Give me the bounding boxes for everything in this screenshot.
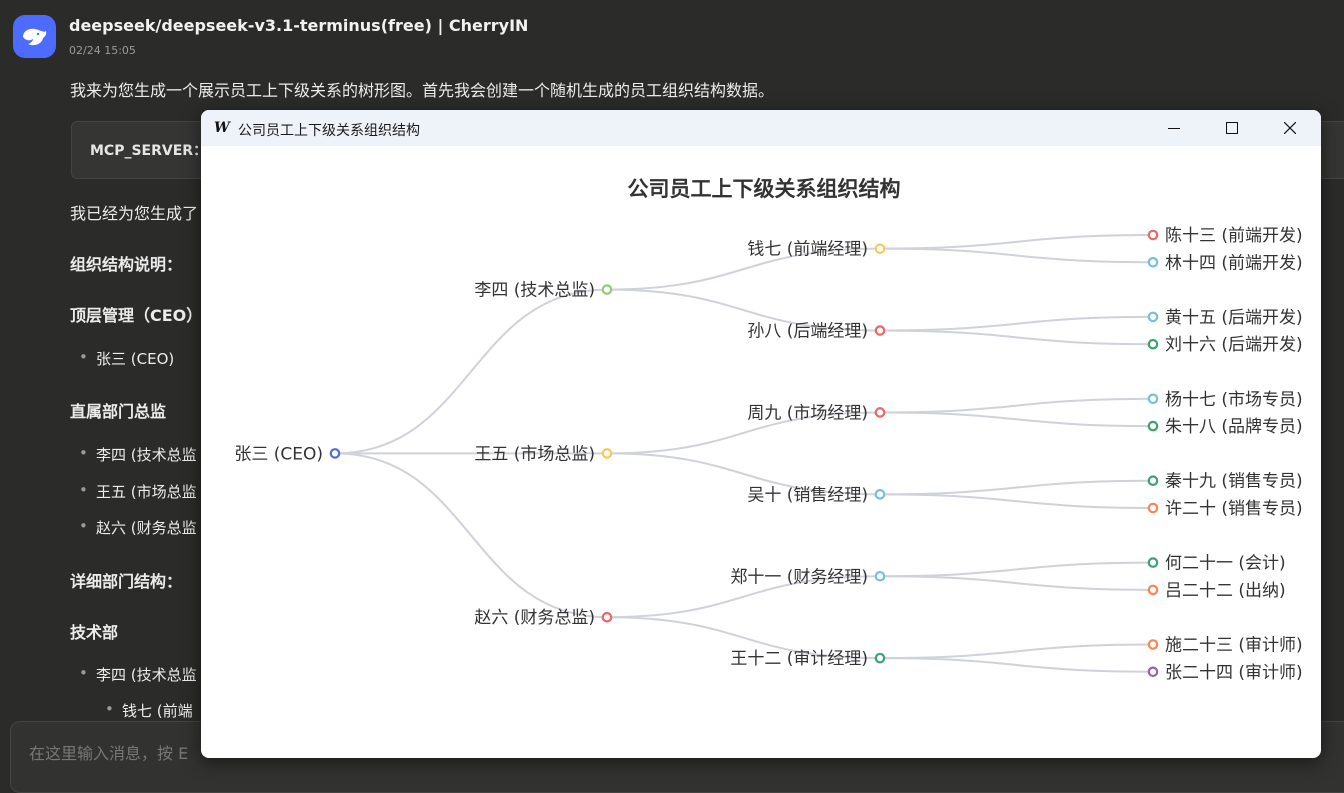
chart-window[interactable]: W 公司员工上下级关系组织结构 公司员工上下级关系组织结构 陈十三 (前端开发)…	[201, 110, 1321, 758]
tree-node-label: 钱七 (前端经理)	[747, 240, 868, 260]
tree-node-marker[interactable]	[1147, 311, 1159, 323]
tree-link	[606, 575, 881, 619]
message-generated: 我已经为您生成了	[70, 204, 199, 223]
message-intro: 我来为您生成一个展示员工上下级关系的树形图。首先我会创建一个随机生成的员工组织结…	[70, 81, 775, 100]
minimize-icon	[1168, 128, 1180, 129]
tree-node-label: 刘十六 (后端开发)	[1165, 335, 1303, 355]
minimize-button[interactable]	[1145, 110, 1203, 146]
tree-node-marker[interactable]	[874, 652, 886, 664]
chart-title: 公司员工上下级关系组织结构	[628, 177, 901, 201]
heading-top: 顶层管理（CEO）	[70, 306, 203, 325]
tree-link	[606, 288, 881, 332]
tree-node-marker[interactable]	[1147, 393, 1159, 405]
maximize-button[interactable]	[1203, 110, 1261, 146]
tree-node-marker[interactable]	[1147, 557, 1159, 568]
tree-node-marker[interactable]	[1147, 420, 1159, 432]
whale-logo-icon	[22, 28, 46, 45]
tree-node-label: 施二十三 (审计师)	[1165, 636, 1303, 656]
tree-node-label: 吕二十二 (出纳)	[1165, 581, 1286, 601]
tree-node-marker[interactable]	[1147, 502, 1159, 514]
tree-node-marker[interactable]	[1147, 666, 1159, 678]
tree-node-marker[interactable]	[601, 448, 613, 459]
tree-link	[879, 643, 1154, 660]
tree-link	[606, 247, 881, 291]
tree-nodes: 陈十三 (前端开发) 林十四 (前端开发) 钱七 (前端经理) 黄十五 (后端开发) 刘…	[234, 226, 1302, 683]
heading-tech: 技术部	[70, 623, 119, 642]
tree-node-marker[interactable]	[601, 611, 613, 623]
tree-node-label: 陈十三 (前端开发)	[1165, 226, 1303, 246]
tree-node-label: 黄十五 (后端开发)	[1165, 308, 1303, 328]
tree-node-marker[interactable]	[874, 325, 886, 336]
window-title: 公司员工上下级关系组织结构	[238, 123, 420, 139]
heading-org: 组织结构说明：	[70, 255, 183, 274]
close-button[interactable]	[1261, 110, 1319, 146]
tree-node-label: 秦十九 (销售专员)	[1165, 472, 1303, 492]
list-item: 张三 (CEO)	[79, 348, 174, 369]
tree-node-marker[interactable]	[329, 448, 341, 459]
tree-node-label: 张三 (CEO)	[234, 444, 323, 464]
tree-node-label: 郑十一 (财务经理)	[730, 567, 868, 587]
tree-link	[879, 315, 1154, 332]
tree-node-marker[interactable]	[874, 489, 886, 500]
list-item: 李四 (技术总监	[79, 664, 197, 685]
tree-link	[879, 329, 1154, 346]
tree-link	[606, 411, 881, 455]
tree-link	[334, 452, 608, 619]
tree-node-label: 张二十四 (审计师)	[1165, 663, 1303, 683]
tree-node-marker[interactable]	[874, 407, 886, 418]
tree-links	[334, 234, 1154, 673]
tree-link	[606, 452, 881, 496]
tree-link	[879, 561, 1154, 578]
tree-node-marker[interactable]	[601, 284, 613, 295]
tree-node-marker[interactable]	[1147, 338, 1159, 350]
tree-node-marker[interactable]	[874, 570, 886, 582]
tree-node-marker[interactable]	[1147, 229, 1159, 241]
tree-node-marker[interactable]	[1147, 639, 1159, 650]
tree-node-label: 吴十 (销售经理)	[747, 485, 868, 505]
org-tree-chart: 公司员工上下级关系组织结构 陈十三 (前端开发) 林十四 (前端开发) 钱七 (前端…	[234, 177, 1302, 683]
tree-node-marker[interactable]	[1147, 257, 1159, 268]
list-item: 李四 (技术总监	[79, 444, 197, 465]
tree-node-label: 何二十一 (会计)	[1165, 554, 1286, 574]
tree-node-marker[interactable]	[1147, 584, 1159, 596]
tree-node-marker[interactable]	[1147, 475, 1159, 486]
window-titlebar[interactable]: W 公司员工上下级关系组织结构	[201, 110, 1321, 146]
app-icon: W	[214, 120, 230, 136]
list-item: 赵六 (财务总监	[79, 517, 197, 538]
tree-node-label: 李四 (技术总监)	[474, 281, 595, 301]
message-timestamp: 02/24 15:05	[69, 44, 136, 57]
sender-name: deepseek/deepseek-v3.1-terminus(free) | …	[69, 16, 529, 35]
tree-link	[879, 411, 1154, 428]
list-item: 王五 (市场总监	[79, 481, 197, 502]
maximize-icon	[1226, 122, 1238, 134]
tool-call-label: MCP_SERVER：	[90, 143, 208, 159]
tree-node-marker[interactable]	[874, 243, 886, 254]
heading-detail: 详细部门结构：	[70, 572, 183, 591]
tree-link	[879, 234, 1154, 250]
tree-node-label: 王五 (市场总监)	[474, 444, 595, 464]
tree-link	[879, 479, 1154, 496]
tree-node-label: 许二十 (销售专员)	[1165, 499, 1303, 519]
tree-node-label: 林十四 (前端开发)	[1165, 253, 1303, 273]
heading-direct: 直属部门总监	[70, 402, 167, 421]
tree-link	[334, 288, 608, 455]
tree-node-label: 周九 (市场经理)	[747, 403, 868, 423]
tree-link	[879, 493, 1154, 509]
avatar[interactable]	[13, 15, 56, 58]
tree-node-label: 朱十八 (品牌专员)	[1165, 417, 1303, 437]
tree-node-label: 赵六 (财务总监)	[474, 608, 595, 628]
tree-link	[879, 657, 1154, 673]
tree-node-label: 孙八 (后端经理)	[747, 322, 868, 342]
tree-node-label: 王十二 (审计经理)	[730, 649, 868, 669]
list-item: 钱七 (前端	[105, 700, 193, 721]
tree-node-label: 杨十七 (市场专员)	[1165, 390, 1303, 410]
close-icon	[1284, 122, 1296, 134]
input-placeholder: 在这里输入消息，按 E	[29, 744, 189, 763]
tree-link	[879, 247, 1154, 264]
tree-link	[879, 575, 1154, 591]
tree-link	[606, 616, 881, 660]
tree-link	[879, 397, 1154, 414]
